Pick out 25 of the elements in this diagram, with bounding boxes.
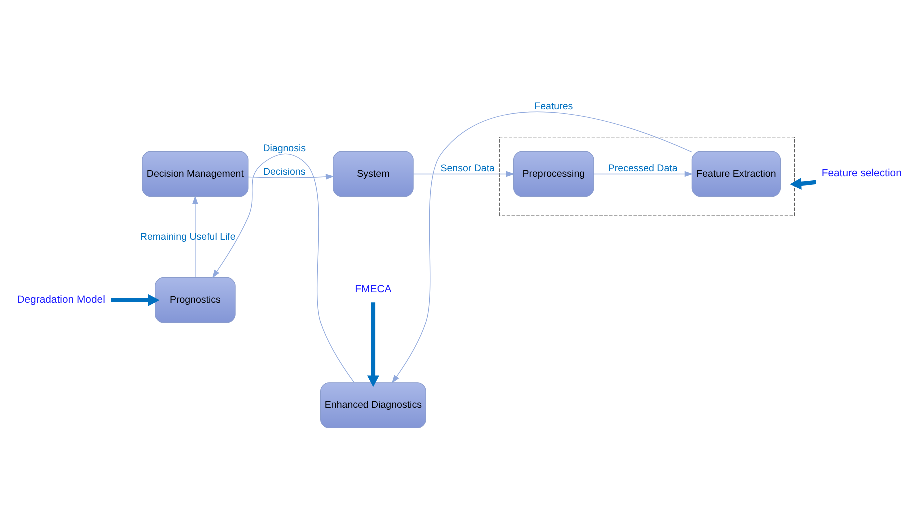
node-text: Feature selection xyxy=(822,168,902,180)
arrow xyxy=(248,174,334,180)
arrow xyxy=(367,302,380,387)
edge-label: Sensor Data xyxy=(440,163,495,174)
node-box: System xyxy=(333,150,414,197)
arrow xyxy=(111,294,160,306)
edge-label: Diagnosis xyxy=(263,142,306,154)
arrow xyxy=(594,170,694,177)
arrow xyxy=(790,178,816,190)
arrow xyxy=(212,153,355,383)
node-box: Preprocessing xyxy=(514,150,594,197)
node-box: Feature Extraction xyxy=(692,150,782,197)
edge-label: Precessed Data xyxy=(608,163,678,174)
node-box: Decision Management xyxy=(142,150,249,197)
node-text: Degradation Model xyxy=(17,294,106,306)
arrow xyxy=(392,111,692,384)
arrow xyxy=(192,195,198,278)
cluster xyxy=(500,136,795,216)
arrow xyxy=(413,170,515,177)
edge-label: Decisions xyxy=(263,166,306,178)
edge-label: Features xyxy=(534,101,574,112)
node-box: Prognostics xyxy=(155,276,236,323)
node-text: FMECA xyxy=(355,284,392,295)
node-box: Enhanced Diagnostics xyxy=(320,382,426,428)
edge-label: Remaining Useful Life xyxy=(140,231,236,242)
